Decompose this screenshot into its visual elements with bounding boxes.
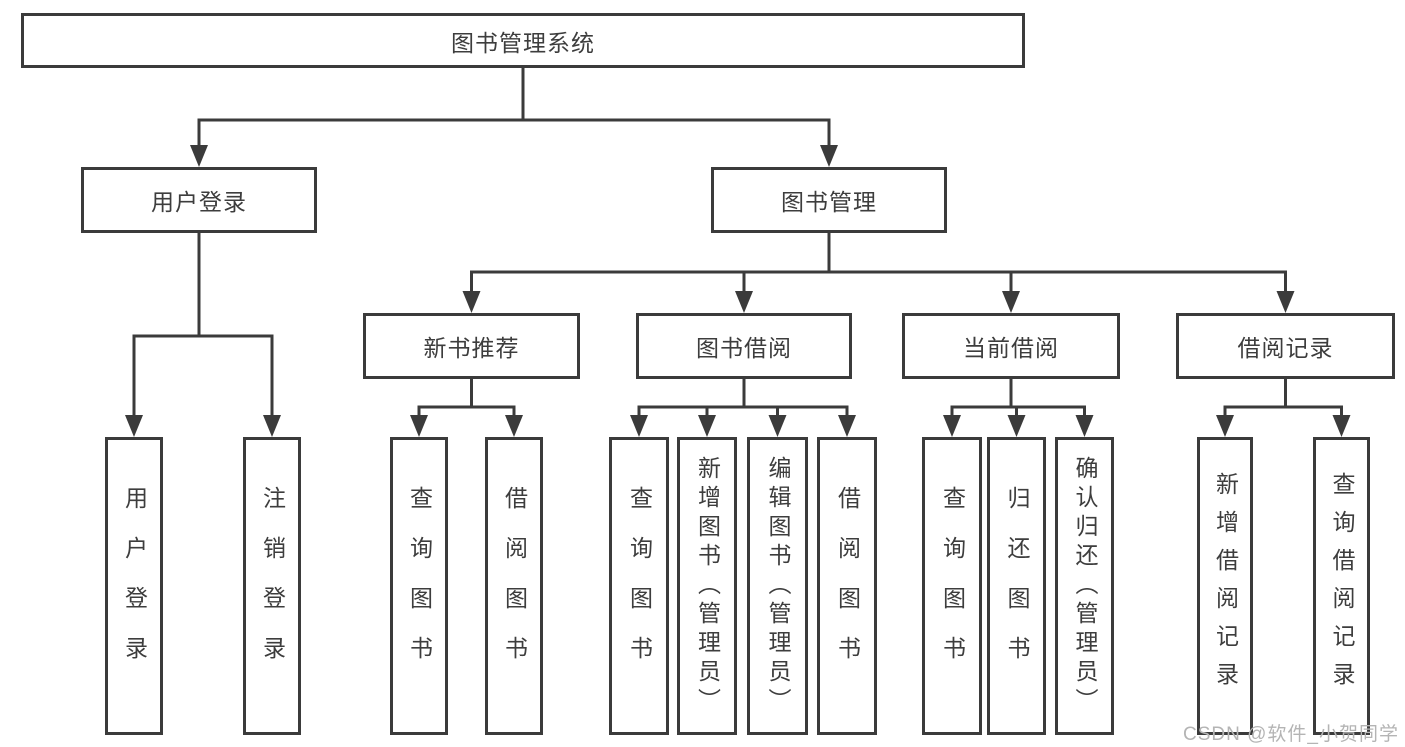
node-bor-query: 查询图书 <box>609 437 669 735</box>
node-label: 新增图书（管理员） <box>694 455 721 717</box>
connector-new-rec <box>410 377 523 437</box>
connector-mgmt <box>462 231 1295 313</box>
node-label: 新增借阅记录 <box>1212 472 1239 700</box>
node-label: 图书管理 <box>781 189 877 215</box>
node-label: 查询图书 <box>626 486 653 686</box>
node-bor-add: 新增图书（管理员） <box>677 437 737 735</box>
node-label: 新书推荐 <box>423 335 520 361</box>
node-borrow-records: 借阅记录 <box>1176 313 1395 379</box>
node-bor-borrow: 借阅图书 <box>817 437 877 735</box>
arrowhead <box>1075 415 1094 437</box>
node-label: 归还图书 <box>1004 486 1030 686</box>
node-label: 查询图书 <box>406 486 433 686</box>
node-label: 用户登录 <box>121 486 148 686</box>
node-label: 图书借阅 <box>696 335 792 361</box>
arrowhead <box>190 145 208 167</box>
node-root: 图书管理系统 <box>21 13 1025 68</box>
node-cur-confirm: 确认归还（管理员） <box>1055 437 1114 735</box>
connector-borrow-records <box>1216 377 1351 437</box>
node-label: 确认归还（管理员） <box>1072 455 1098 717</box>
arrowhead <box>698 415 716 437</box>
arrowhead <box>263 415 281 437</box>
arrowhead <box>630 415 648 437</box>
arrowhead <box>1007 415 1026 437</box>
node-login-logout: 注销登录 <box>243 437 301 735</box>
node-label: 图书管理系统 <box>451 29 595 56</box>
node-label: 查询图书 <box>939 486 966 686</box>
arrowhead <box>1216 415 1234 437</box>
node-label: 用户登录 <box>151 189 247 215</box>
node-login: 用户登录 <box>81 167 317 233</box>
node-rec-query: 查询图书 <box>390 437 448 735</box>
node-rec-borrow: 借阅图书 <box>485 437 543 735</box>
arrowhead <box>505 415 523 437</box>
watermark: CSDN @软件_小贺同学 <box>1183 724 1399 745</box>
node-mgmt: 图书管理 <box>711 167 947 233</box>
arrowhead <box>735 291 753 313</box>
node-login-user: 用户登录 <box>105 437 163 735</box>
arrowhead <box>820 145 838 167</box>
arrowhead <box>1332 415 1351 437</box>
node-bor-edit: 编辑图书（管理员） <box>747 437 808 735</box>
node-rcd-query: 查询借阅记录 <box>1313 437 1370 735</box>
node-cur-return: 归还图书 <box>987 437 1046 735</box>
arrowhead <box>410 415 428 437</box>
node-cur-borrow: 当前借阅 <box>902 313 1120 379</box>
node-label: 借阅记录 <box>1237 335 1334 361</box>
arrowhead <box>125 415 143 437</box>
node-label: 查询借阅记录 <box>1329 472 1355 700</box>
node-cur-query: 查询图书 <box>922 437 982 735</box>
node-label: 编辑图书（管理员） <box>765 455 791 717</box>
arrowhead <box>838 415 856 437</box>
arrowhead <box>1276 291 1295 313</box>
node-book-borrow: 图书借阅 <box>636 313 852 379</box>
node-new-rec: 新书推荐 <box>363 313 580 379</box>
arrowhead <box>1002 291 1020 313</box>
arrowhead <box>768 415 787 437</box>
node-label: 借阅图书 <box>834 486 861 686</box>
connector-root <box>190 66 838 167</box>
node-label: 注销登录 <box>259 486 286 686</box>
connector-cur-borrow <box>943 377 1094 437</box>
node-label: 借阅图书 <box>501 486 528 686</box>
arrowhead <box>943 415 961 437</box>
node-rcd-add: 新增借阅记录 <box>1197 437 1253 735</box>
connector-book-borrow <box>630 377 856 437</box>
node-label: 当前借阅 <box>963 335 1059 361</box>
connector-login <box>125 231 281 437</box>
arrowhead <box>462 291 481 313</box>
